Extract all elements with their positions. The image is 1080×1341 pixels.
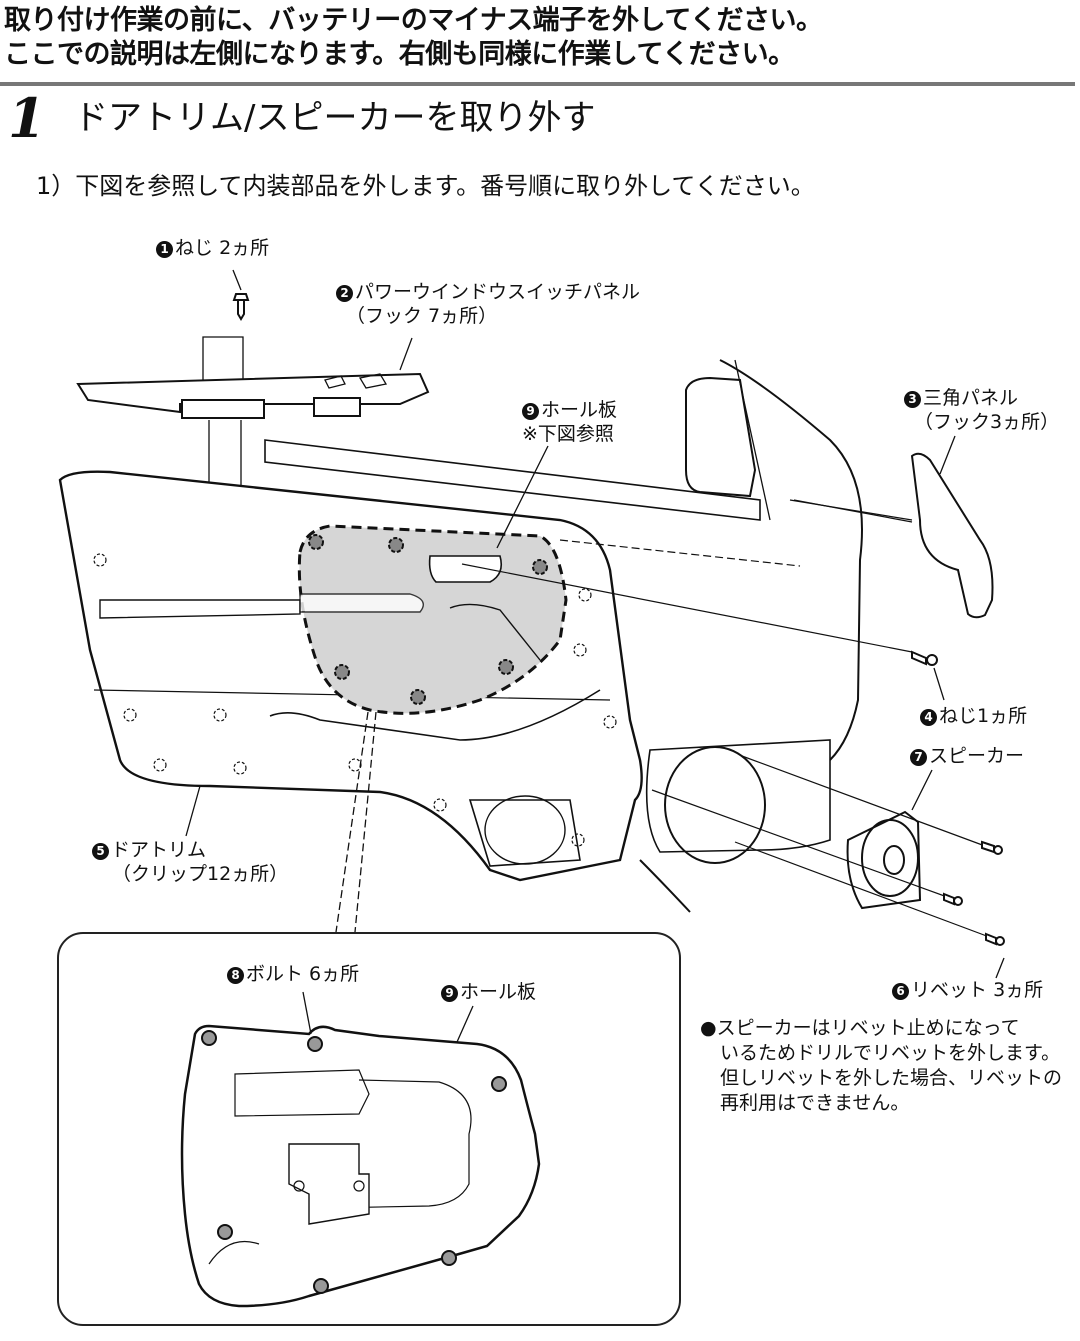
- number-9-icon: 9: [522, 403, 539, 420]
- speaker-rivet-note: ●スピーカーはリベット止めになって いるためドリルでリベットを外します。 但しリ…: [700, 1017, 1063, 1114]
- number-3-icon: 3: [904, 391, 921, 408]
- intro-text: 取り付け作業の前に、バッテリーのマイナス端子を外してください。 ここでの説明は左…: [4, 4, 823, 72]
- number-2-icon: 2: [336, 285, 353, 302]
- bolt-markers: [308, 534, 548, 705]
- section-divider: [0, 82, 1075, 86]
- screw-icon-4: [911, 650, 938, 666]
- number-5-icon: 5: [92, 843, 109, 860]
- intro-line-2: ここでの説明は左側になります。右側も同様に作業してください。: [4, 39, 795, 70]
- inset-bolt-markers: [201, 1030, 507, 1294]
- step-number: 1: [8, 86, 46, 150]
- number-6-icon: 6: [892, 983, 909, 1000]
- rivet-icons: [943, 840, 1005, 946]
- clip-markers: [93, 553, 617, 847]
- number-9-icon: 9: [441, 985, 458, 1002]
- substep-instruction: 1）下図を参照して内装部品を外します。番号順に取り外してください。: [36, 172, 815, 200]
- hole-plate-shape: [180, 1024, 541, 1308]
- rivet-lines: [651, 755, 993, 939]
- screw-icon: [232, 269, 250, 321]
- number-1-icon: 1: [156, 241, 173, 258]
- step-title: ドアトリム/スピーカーを取り外す: [74, 98, 596, 138]
- hole-plate-detail-diagram: [180, 991, 541, 1308]
- number-7-icon: 7: [910, 749, 927, 766]
- triangle-panel: [910, 452, 994, 619]
- bullet-icon: ●: [700, 1017, 717, 1039]
- number-4-icon: 4: [920, 709, 937, 726]
- speaker-icon: [846, 810, 922, 910]
- intro-line-1: 取り付け作業の前に、バッテリーのマイナス端子を外してください。: [4, 5, 823, 36]
- number-8-icon: 8: [227, 967, 244, 984]
